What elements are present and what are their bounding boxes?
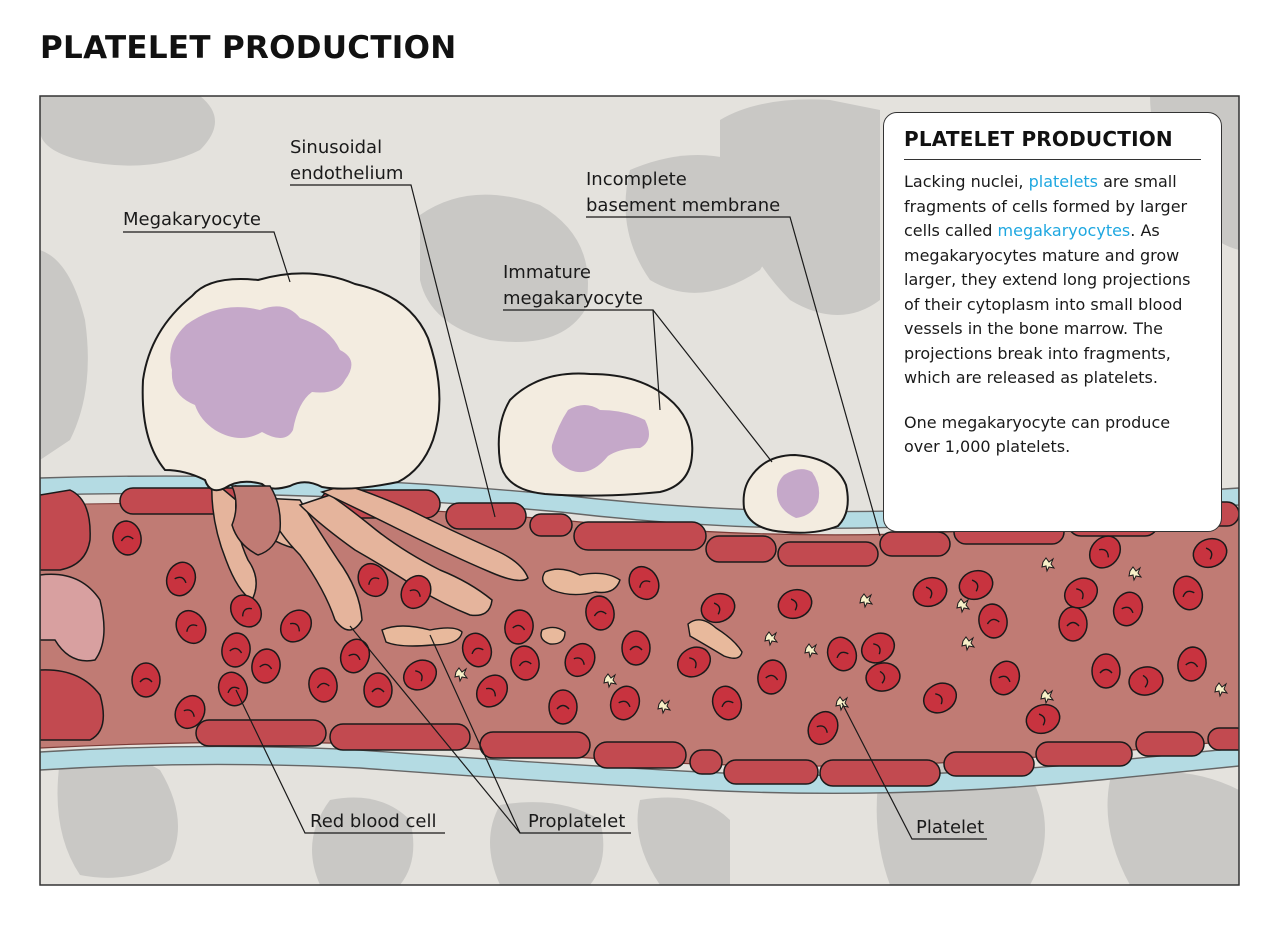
diagram-labels: Megakaryocyte Sinusoidal endothelium Inc… bbox=[123, 137, 984, 838]
immature-megakaryocyte bbox=[497, 372, 694, 497]
label-red-blood-cell: Red blood cell bbox=[310, 811, 437, 832]
label-immature-line1: Immature bbox=[503, 262, 591, 283]
vessel-left-edge bbox=[40, 489, 105, 741]
info-paragraph-2: One megakaryocyte can produce over 1,000… bbox=[904, 412, 1171, 457]
label-immature-line2: megakaryocyte bbox=[503, 288, 643, 309]
label-platelet: Platelet bbox=[916, 817, 984, 838]
highlight-platelets: platelets bbox=[1028, 172, 1099, 191]
info-p1-post: . As megakaryocytes mature and grow larg… bbox=[904, 221, 1191, 387]
tissue-blobs bbox=[40, 96, 1239, 885]
label-incomplete-line2: basement membrane bbox=[586, 195, 780, 216]
highlight-megakaryocytes: megakaryocytes bbox=[997, 221, 1131, 240]
label-incomplete-line1: Incomplete bbox=[586, 169, 687, 190]
page-title: PLATELET PRODUCTION bbox=[40, 30, 457, 66]
label-sinusoidal-line2: endothelium bbox=[290, 163, 403, 184]
megakaryocyte bbox=[141, 272, 441, 556]
info-p1-mid: are small fragments of cells formed by l… bbox=[904, 172, 1188, 240]
endothelium-bottom bbox=[195, 719, 1239, 787]
info-p1-pre: Lacking nuclei, bbox=[904, 172, 1029, 191]
info-panel: PLATELET PRODUCTION Lacking nuclei, plat… bbox=[883, 112, 1222, 532]
immature-megakaryocyte-small bbox=[742, 453, 849, 534]
leader-lines bbox=[123, 184, 987, 840]
diagram-panel-border bbox=[39, 95, 1240, 886]
proplatelet-fragments bbox=[381, 568, 743, 659]
label-megakaryocyte: Megakaryocyte bbox=[123, 209, 261, 230]
info-title: PLATELET PRODUCTION bbox=[904, 127, 1201, 160]
label-proplatelet: Proplatelet bbox=[528, 811, 625, 832]
label-sinusoidal-line1: Sinusoidal bbox=[290, 137, 382, 158]
info-paragraph-1: Lacking nuclei, platelets are small frag… bbox=[904, 170, 1201, 391]
